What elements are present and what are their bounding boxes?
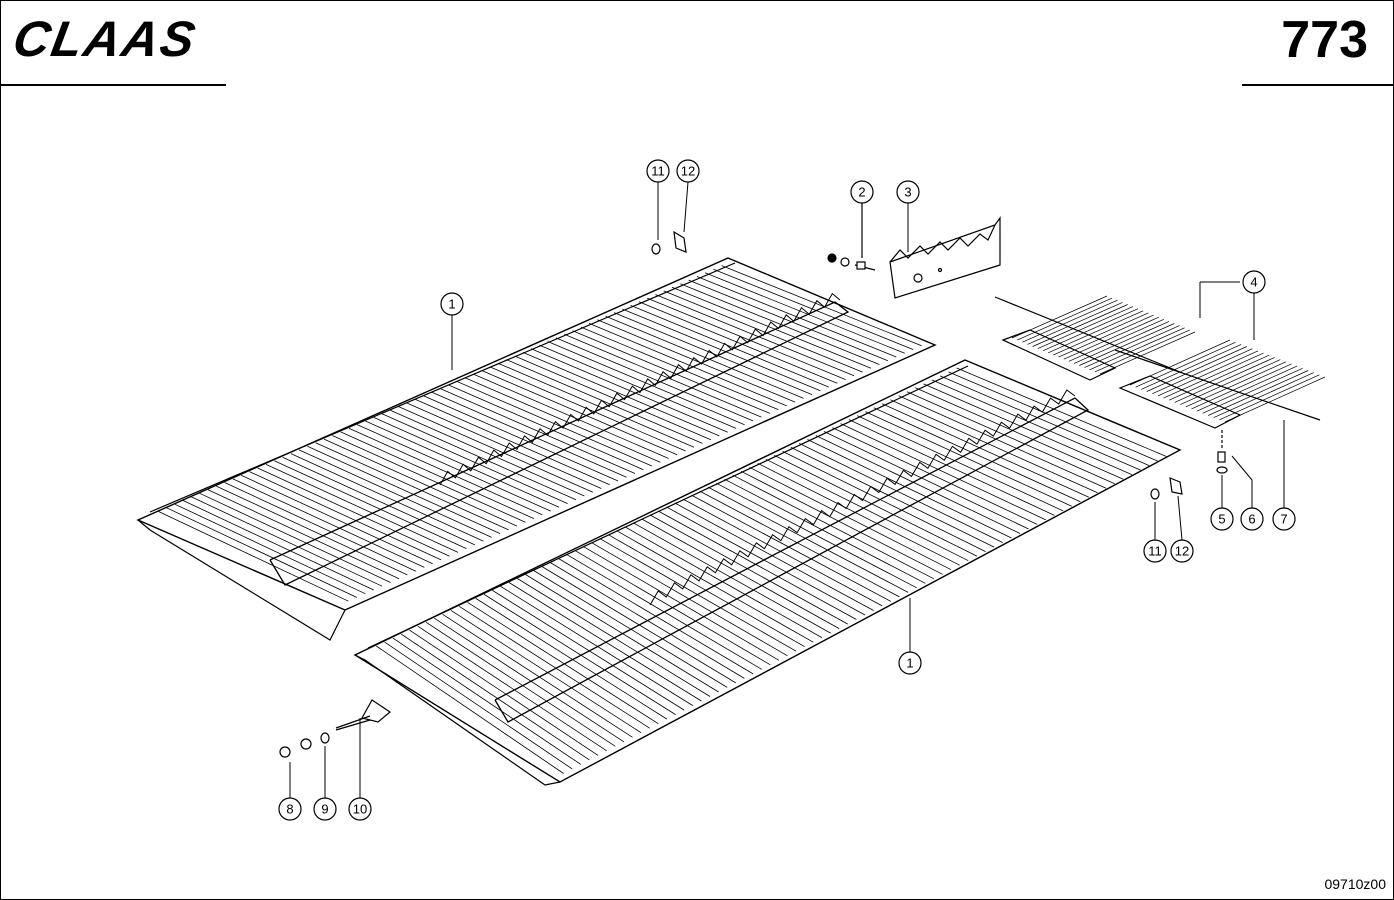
svg-text:6: 6	[1248, 512, 1255, 527]
svg-text:2: 2	[858, 185, 865, 200]
callout-11a: 11	[646, 159, 670, 183]
svg-text:5: 5	[1218, 512, 1225, 527]
header-rule-right	[1242, 84, 1394, 86]
bolt-assembly	[827, 198, 876, 271]
callout-7: 7	[1272, 507, 1296, 531]
callout-10: 10	[348, 797, 372, 821]
callout-4: 4	[1242, 270, 1266, 294]
svg-text:11: 11	[1148, 544, 1162, 559]
callout-1a: 1	[440, 292, 464, 316]
header-rule-left	[0, 84, 226, 86]
grate-panel-2	[353, 359, 1182, 786]
drawing-code: 09710z00	[1324, 876, 1386, 892]
svg-text:4: 4	[1250, 275, 1257, 290]
svg-text:12: 12	[681, 164, 695, 179]
callout-11b: 11	[1143, 539, 1167, 563]
tbolt-assembly	[279, 699, 392, 758]
callout-8: 8	[278, 797, 302, 821]
svg-text:12: 12	[1175, 544, 1189, 559]
comb-fastener	[1216, 430, 1228, 474]
svg-text:1: 1	[906, 656, 913, 671]
svg-text:1: 1	[448, 297, 455, 312]
callout-12a: 12	[676, 159, 700, 183]
svg-text:9: 9	[321, 802, 328, 817]
callout-3: 3	[896, 180, 920, 204]
clip-set-right	[1150, 477, 1183, 500]
svg-text:11: 11	[651, 164, 665, 179]
callout-2: 2	[850, 180, 874, 204]
callout-5: 5	[1210, 507, 1234, 531]
callout-12b: 12	[1170, 539, 1194, 563]
callout-6: 6	[1240, 507, 1264, 531]
callout-9: 9	[313, 797, 337, 821]
sawtooth-plate	[889, 216, 1001, 299]
svg-text:7: 7	[1280, 512, 1287, 527]
svg-text:8: 8	[286, 802, 293, 817]
svg-text:10: 10	[353, 802, 367, 817]
callouts: 1 1 2 3 4 5 6 7 8 9 10 11 12 11 12	[278, 159, 1296, 821]
svg-text:3: 3	[904, 185, 911, 200]
leader-lines	[289, 181, 1285, 798]
finger-comb-2	[1114, 339, 1326, 429]
finger-comb-1	[994, 295, 1196, 381]
clip-set-top	[651, 230, 687, 255]
callout-1b: 1	[898, 651, 922, 675]
grate-panel-1	[136, 257, 937, 641]
page-number: 773	[1281, 11, 1368, 69]
